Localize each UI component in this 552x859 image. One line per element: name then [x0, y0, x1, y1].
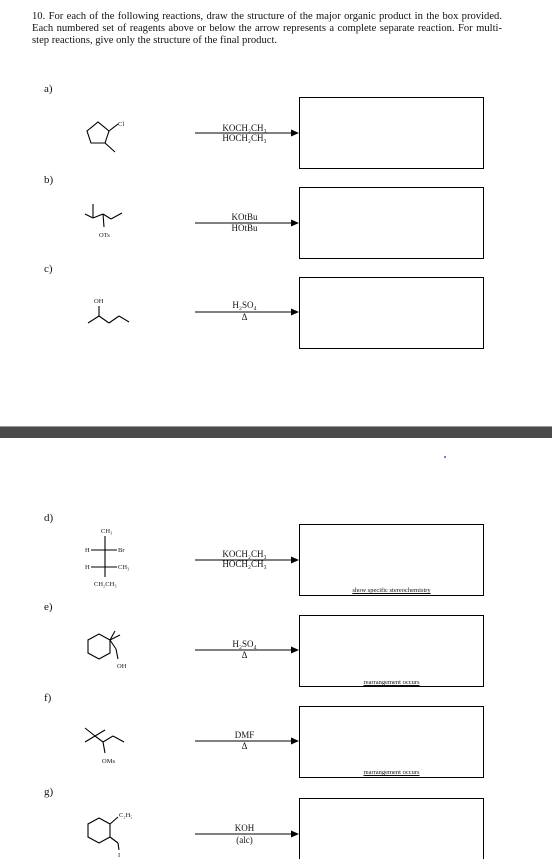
reaction-g-reagent-above: KOH	[234, 823, 255, 833]
stray-dot	[444, 456, 446, 458]
reaction-b-label: b)	[44, 174, 54, 186]
reaction-d-fischer-projection: CH₃ H Br H CH₃ CH₂CH₃	[85, 528, 129, 588]
reaction-d-answer-box[interactable]	[299, 524, 484, 596]
question-instructions: For each of the following reactions, dra…	[32, 11, 502, 47]
reaction-a-structure: Cl	[86, 121, 124, 153]
reaction-g-structure: C₂H₅ I	[87, 812, 133, 859]
chlorine-label: Cl	[118, 121, 124, 128]
reaction-b-reagent-below: HOtBu	[231, 223, 258, 233]
reaction-f-answer-box[interactable]	[299, 706, 484, 778]
reaction-e-reagent-above: H₂SO₄	[232, 639, 257, 649]
iodine-label: I	[118, 852, 120, 859]
reaction-c-reagent-above: H₂SO₄	[232, 300, 257, 310]
reaction-f-label: f)	[44, 692, 52, 704]
reaction-b-structure: OTs	[84, 204, 123, 239]
reaction-a-answer-box[interactable]	[299, 97, 484, 169]
reaction-a-reagent-below: HOCH₂CH₃	[222, 133, 267, 143]
page-break-edge	[0, 426, 552, 427]
reaction-c-label: c)	[44, 263, 53, 275]
bromine-label: Br	[118, 547, 125, 554]
reaction-b-arrow	[195, 219, 299, 227]
reaction-d-label: d)	[44, 512, 54, 524]
reaction-a-reagent-above: KOCH₂CH₃	[222, 123, 267, 133]
reaction-g-arrow	[195, 830, 299, 838]
top-methyl-label: CH₃	[101, 528, 112, 535]
reaction-g-reagent-below: (alc)	[236, 835, 253, 845]
reaction-c-reagent-below: Δ	[241, 312, 248, 322]
hydroxyl-label: OH	[94, 298, 104, 305]
reaction-d-reagent-below: HOCH₂CH₃	[222, 559, 267, 569]
reaction-e-reagent-below: Δ	[241, 650, 248, 660]
reaction-e-note: rearrangement occurs	[363, 679, 420, 686]
reaction-d-arrow	[195, 556, 299, 564]
reaction-e-label: e)	[44, 601, 53, 613]
hydrogen-bottom-label: H	[85, 564, 90, 571]
ethyl-substituent-label: C₂H₅	[119, 812, 133, 819]
reaction-f-reagent-above: DMF	[234, 730, 255, 740]
reaction-b-answer-box[interactable]	[299, 187, 484, 259]
question-text: 10. For each of the following reactions,…	[32, 11, 502, 48]
mesylate-label: OMs	[102, 758, 115, 765]
question-number: 10.	[32, 11, 46, 22]
reaction-c-arrow	[195, 308, 299, 316]
reaction-g-answer-box[interactable]	[299, 798, 484, 859]
hydroxyl-label: OH	[117, 663, 127, 670]
page-break-divider	[0, 427, 552, 438]
reaction-d-reagent-above: KOCH₂CH₃	[222, 549, 267, 559]
reaction-a-label: a)	[44, 83, 53, 95]
methyl-label: CH₃	[118, 564, 129, 571]
ethyl-label: CH₂CH₃	[94, 581, 117, 588]
reaction-c-answer-box[interactable]	[299, 277, 484, 349]
tosylate-label: OTs	[99, 232, 110, 239]
reaction-g-label: g)	[44, 786, 54, 798]
reaction-d-note: show specific stereochemistry	[352, 587, 431, 594]
reaction-c-structure: OH	[87, 298, 130, 324]
reaction-f-arrow	[195, 737, 299, 745]
reaction-e-answer-box[interactable]	[299, 615, 484, 687]
reaction-a-arrow	[195, 129, 299, 137]
reaction-f-structure: OMs	[84, 727, 125, 765]
reaction-e-structure: OH	[87, 630, 127, 670]
reaction-f-note: rearrangement occurs	[363, 769, 420, 776]
reaction-b-reagent-above: KOtBu	[231, 212, 258, 222]
reaction-e-arrow	[195, 646, 299, 654]
hydrogen-top-label: H	[85, 547, 90, 554]
reaction-f-reagent-below: Δ	[241, 741, 248, 751]
